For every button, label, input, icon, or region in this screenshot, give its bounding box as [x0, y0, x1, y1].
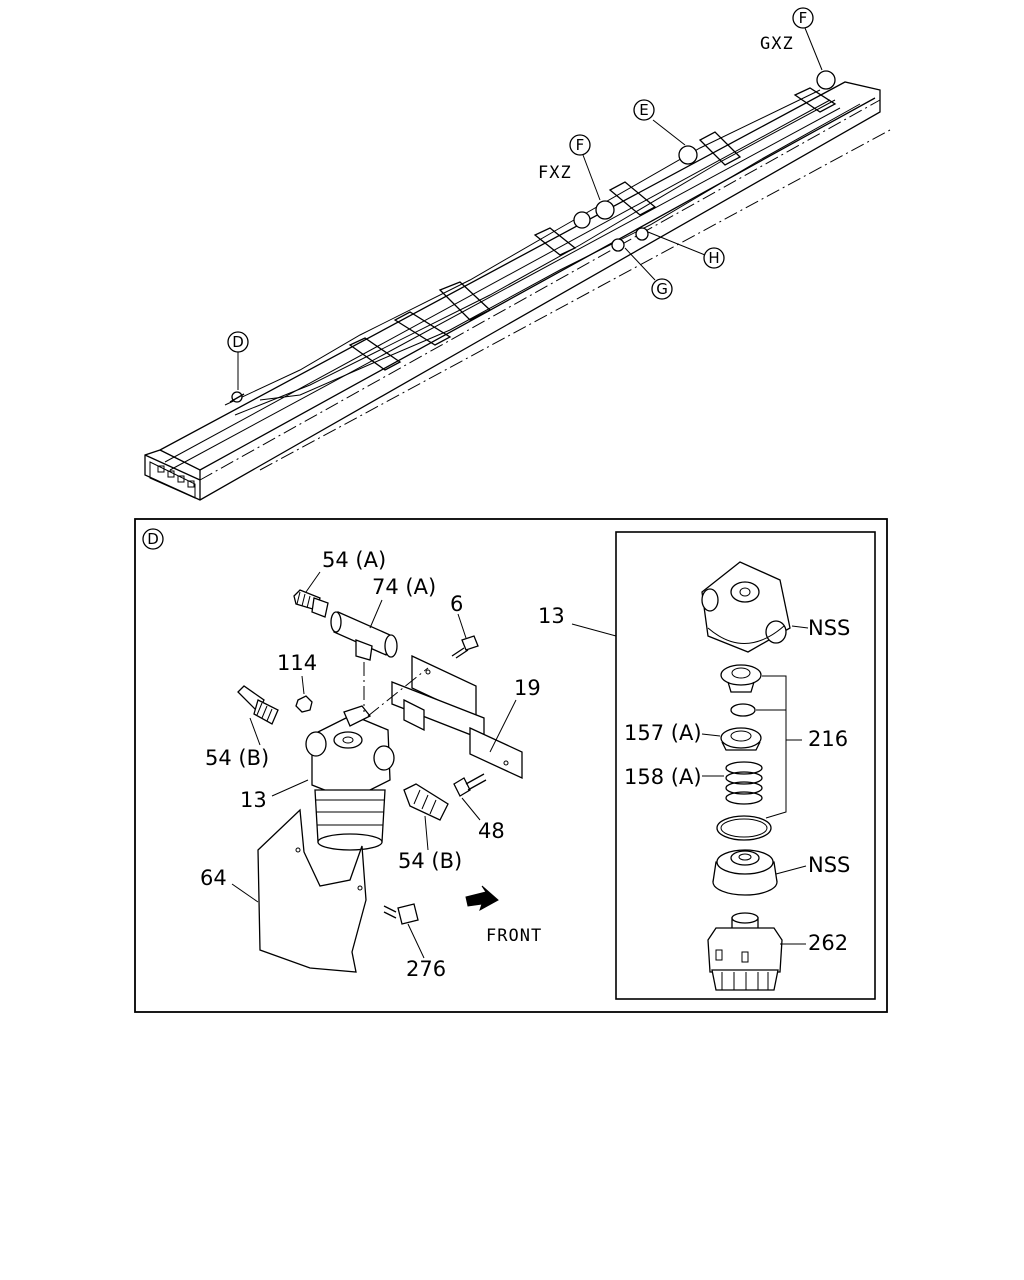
part-label-74a: 74 (A) — [372, 575, 436, 599]
chassis-frame — [144, 27, 891, 501]
part-label-nss-top: NSS — [808, 616, 850, 640]
part-label-158a: 158 (A) — [624, 765, 702, 789]
element-nss — [712, 849, 778, 896]
spring-158a — [725, 761, 763, 805]
part-label-54a: 54 (A) — [322, 548, 386, 572]
bolt-48 — [453, 773, 487, 797]
part-label-nss-bottom: NSS — [808, 853, 850, 877]
o-ring-small — [730, 703, 756, 717]
part-label-13-inset: 13 — [538, 604, 565, 628]
callout-f-fxz: F — [569, 134, 591, 156]
svg-text:F: F — [799, 9, 808, 27]
callout-g-overview: G — [651, 278, 673, 300]
fitting-54b-left — [237, 685, 279, 725]
detail-view-frame — [134, 518, 888, 1013]
bolt-6 — [451, 635, 479, 659]
part-label-262: 262 — [808, 931, 848, 955]
svg-text:D: D — [232, 333, 244, 351]
part-label-216: 216 — [808, 727, 848, 751]
part-label-114: 114 — [277, 651, 317, 675]
tee-74a — [330, 611, 398, 661]
nut-114 — [295, 695, 313, 713]
part-label-13: 13 — [240, 788, 267, 812]
detail-leader-lines — [231, 571, 617, 959]
valve-157a — [720, 727, 762, 751]
svg-text:G: G — [656, 280, 668, 298]
filter-assembly-13 — [305, 705, 395, 851]
fitting-54b-right — [403, 783, 449, 821]
svg-text:E: E — [639, 101, 648, 119]
part-label-157a: 157 (A) — [624, 721, 702, 745]
bowl-262 — [707, 912, 783, 991]
inset-frame — [615, 531, 876, 1000]
svg-text:F: F — [576, 136, 585, 154]
callout-f-gxz: F — [792, 7, 814, 29]
part-label-64: 64 — [200, 866, 227, 890]
variant-label-gxz: GXZ — [760, 34, 794, 54]
cap-216 — [720, 664, 762, 693]
callout-d-overview: D — [227, 331, 249, 353]
part-label-54b-left: 54 (B) — [205, 746, 269, 770]
part-label-48: 48 — [478, 819, 505, 843]
bracket-19 — [391, 654, 523, 780]
callout-h-overview: H — [703, 247, 725, 269]
part-label-6: 6 — [450, 592, 463, 616]
o-ring-large — [716, 815, 772, 841]
callout-d-detail: D — [142, 528, 164, 550]
inset-leader-lines — [701, 625, 809, 945]
filter-head-nss — [701, 561, 791, 653]
callout-e-overview: E — [633, 99, 655, 121]
guard-64 — [257, 808, 367, 973]
part-label-19: 19 — [514, 676, 541, 700]
variant-label-fxz: FXZ — [538, 163, 572, 183]
front-direction-label: FRONT — [486, 926, 542, 946]
svg-text:H: H — [708, 249, 719, 267]
bolt-276 — [383, 903, 419, 925]
part-label-276: 276 — [406, 957, 446, 981]
part-label-54b-right: 54 (B) — [398, 849, 462, 873]
front-arrow-icon — [465, 885, 499, 912]
svg-text:D: D — [147, 530, 159, 548]
fitting-54a — [293, 589, 329, 618]
